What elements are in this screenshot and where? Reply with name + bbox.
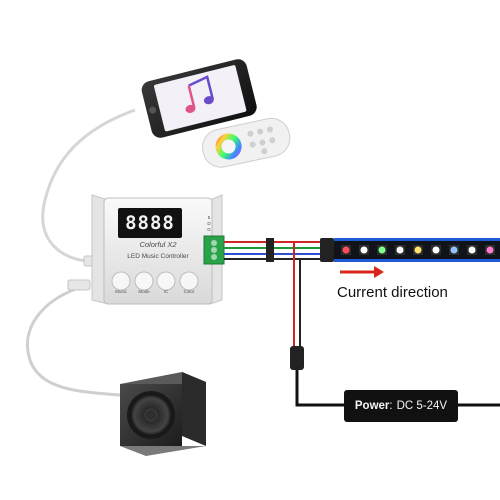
led-light (360, 246, 368, 254)
mode-button (134, 271, 154, 291)
power-plug (290, 346, 304, 370)
smartphone (141, 59, 257, 138)
button-label-music: Music (115, 289, 127, 294)
led-light (342, 246, 350, 254)
led-light (432, 246, 440, 254)
controller-display-digits: 8888 (125, 212, 175, 234)
led-light (414, 246, 422, 254)
button-label-mode: Mode (138, 289, 150, 294)
rf-remote (202, 117, 291, 168)
wire-connector (266, 238, 274, 262)
led-pixels (341, 245, 495, 255)
current-direction-label: Current direction (337, 284, 448, 301)
led-light (468, 246, 476, 254)
led-light (396, 246, 404, 254)
segment-display (118, 208, 182, 238)
led-light (378, 246, 386, 254)
music-note-icon (185, 75, 214, 113)
power-supply: Power : DC 5-24V (344, 390, 458, 422)
led-light (486, 246, 494, 254)
speaker-cable (25, 284, 121, 397)
power-label: Power (354, 400, 390, 412)
ic-button (156, 271, 176, 291)
phone-cable (41, 108, 136, 264)
led-light (450, 246, 458, 254)
button-label-ic: IC (163, 289, 169, 294)
power-wires (290, 243, 500, 407)
terminal-label-5v: 5 (207, 215, 211, 220)
terminal-label-data: D (207, 221, 211, 226)
color-button (179, 271, 199, 291)
direction-arrow (340, 266, 384, 278)
terminal-label-ground: G (207, 227, 211, 232)
button-label-color: Color (183, 289, 195, 294)
power-value: DC 5-24V (396, 400, 448, 412)
music-button (111, 271, 131, 291)
signal-wires (224, 238, 334, 262)
audio-jack (67, 279, 91, 291)
controller-name: LED Music Controller (127, 253, 189, 260)
speaker (120, 372, 206, 456)
music-controller (91, 194, 225, 305)
controller-brand: Colorful X2 (139, 240, 177, 249)
strip-connector (320, 238, 334, 262)
power-separator: : (389, 400, 393, 412)
